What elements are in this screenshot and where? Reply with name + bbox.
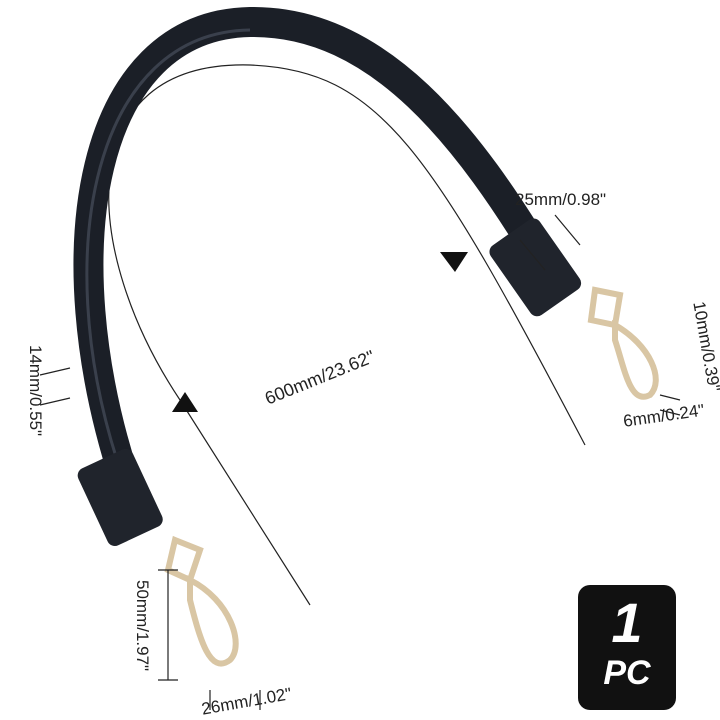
- clasp-length-label: 50mm/1.97": [133, 580, 152, 672]
- arrow-down-icon: [440, 252, 468, 272]
- length-guide-line: [108, 64, 586, 606]
- quantity-badge: 1 PC: [578, 585, 676, 710]
- strap-width-label: 14mm/0.55": [26, 345, 45, 437]
- quantity-number: 1: [611, 591, 643, 654]
- sleeve-width-label: 25mm/0.98": [515, 190, 607, 209]
- dimension-markers: [39, 214, 681, 710]
- leather-strap: [73, 6, 560, 495]
- right-clasp: [587, 286, 659, 400]
- right-end-sleeve: [489, 218, 582, 317]
- left-end-sleeve: [77, 448, 163, 547]
- arrow-up-icon: [172, 392, 198, 412]
- left-clasp: [164, 535, 239, 667]
- quantity-unit: PC: [603, 654, 651, 692]
